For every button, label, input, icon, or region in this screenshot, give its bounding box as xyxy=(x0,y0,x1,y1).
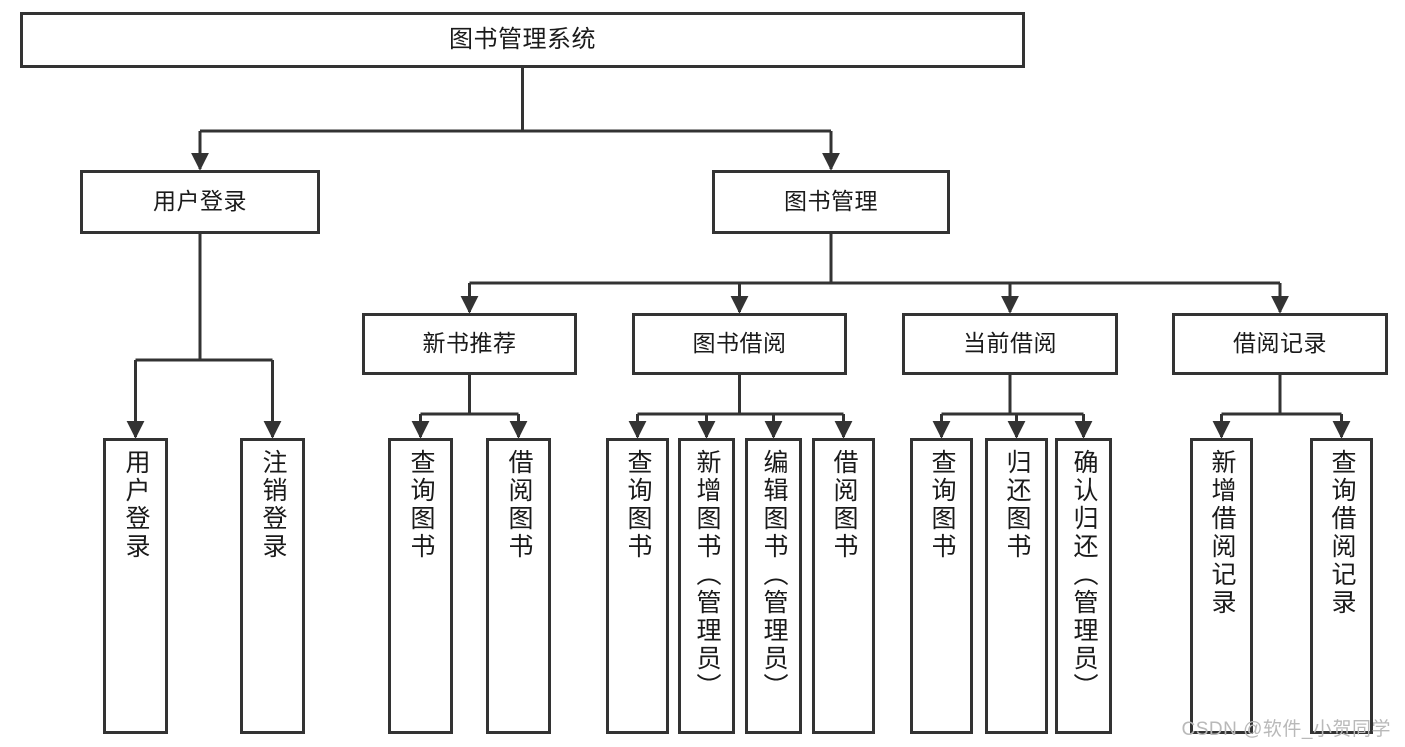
node-label: 图书管理 xyxy=(784,188,878,215)
node-label: 注销登录 xyxy=(259,449,287,561)
node-label: 查询借阅记录 xyxy=(1328,449,1356,617)
node-leaf-user-logout[interactable]: 注销登录 xyxy=(240,438,305,734)
node-leaf-user-login[interactable]: 用户登录 xyxy=(103,438,168,734)
node-leaf-return-book[interactable]: 归还图书 xyxy=(985,438,1048,734)
node-book-borrow[interactable]: 图书借阅 xyxy=(632,313,847,375)
node-leaf-query-book-1[interactable]: 查询图书 xyxy=(388,438,453,734)
node-leaf-add-book[interactable]: 新增图书（管理员） xyxy=(678,438,735,734)
node-new-book-recommend[interactable]: 新书推荐 xyxy=(362,313,577,375)
node-book-management[interactable]: 图书管理 xyxy=(712,170,950,234)
node-leaf-query-record[interactable]: 查询借阅记录 xyxy=(1310,438,1373,734)
node-leaf-borrow-book-1[interactable]: 借阅图书 xyxy=(486,438,551,734)
node-label: 查询图书 xyxy=(928,449,956,561)
node-label: 查询图书 xyxy=(407,449,435,561)
node-label: 确认归还（管理员） xyxy=(1070,449,1098,701)
node-borrow-record[interactable]: 借阅记录 xyxy=(1172,313,1388,375)
node-leaf-confirm-return[interactable]: 确认归还（管理员） xyxy=(1055,438,1112,734)
node-leaf-edit-book[interactable]: 编辑图书（管理员） xyxy=(745,438,802,734)
node-current-borrow[interactable]: 当前借阅 xyxy=(902,313,1118,375)
node-leaf-add-record[interactable]: 新增借阅记录 xyxy=(1190,438,1253,734)
node-label: 用户登录 xyxy=(122,449,150,561)
node-user-login[interactable]: 用户登录 xyxy=(80,170,320,234)
node-label: 编辑图书（管理员） xyxy=(760,449,788,701)
node-leaf-query-book-2[interactable]: 查询图书 xyxy=(606,438,669,734)
node-label: 用户登录 xyxy=(153,188,247,215)
node-label: 当前借阅 xyxy=(963,330,1057,357)
node-label: 查询图书 xyxy=(624,449,652,561)
node-label: 借阅图书 xyxy=(505,449,533,561)
node-root-system[interactable]: 图书管理系统 xyxy=(20,12,1025,68)
node-label: 新增借阅记录 xyxy=(1208,449,1236,617)
node-leaf-query-book-3[interactable]: 查询图书 xyxy=(910,438,973,734)
node-leaf-borrow-book-2[interactable]: 借阅图书 xyxy=(812,438,875,734)
node-label: 归还图书 xyxy=(1003,449,1031,561)
node-label: 新书推荐 xyxy=(422,330,517,357)
node-label: 借阅图书 xyxy=(830,449,858,561)
node-label: 图书管理系统 xyxy=(449,25,596,53)
node-label: 借阅记录 xyxy=(1233,330,1327,357)
watermark-text: CSDN @软件_小贺同学 xyxy=(1181,719,1391,740)
node-label: 图书借阅 xyxy=(692,330,787,357)
node-label: 新增图书（管理员） xyxy=(693,449,721,701)
